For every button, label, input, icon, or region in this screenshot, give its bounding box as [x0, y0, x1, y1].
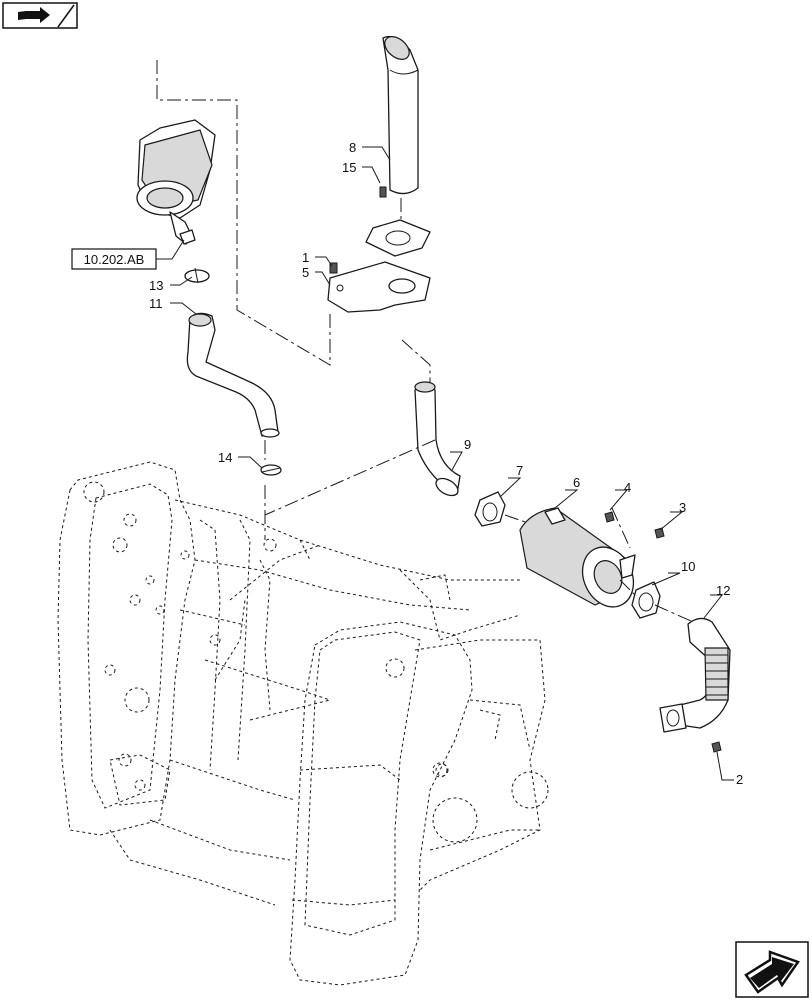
clamp-10 [631, 581, 661, 619]
book-arrow-icon[interactable] [2, 2, 78, 29]
callout-15: 15 [342, 160, 356, 175]
screw-2 [711, 741, 722, 753]
callout-3: 3 [679, 500, 686, 515]
exhaust-stack [382, 35, 419, 195]
mounting-bracket [327, 261, 431, 313]
callout-5: 5 [302, 265, 309, 280]
next-page-arrow-icon[interactable] [735, 941, 809, 998]
tailpipe [659, 617, 731, 733]
screw-3 [654, 527, 665, 539]
screw-15 [379, 186, 387, 198]
muffler [519, 507, 636, 608]
callout-leaders [170, 146, 734, 781]
clamp-7 [474, 491, 506, 527]
reference-label: 10.202.AB [84, 252, 145, 267]
flange-gasket [365, 219, 431, 257]
intake-hose [186, 312, 280, 438]
callout-13: 13 [149, 278, 163, 293]
reference-box[interactable]: 10.202.AB [71, 239, 185, 270]
screw-4 [604, 511, 615, 523]
chassis-frame [57, 461, 549, 986]
callout-9: 9 [464, 437, 471, 452]
callout-6: 6 [573, 475, 580, 490]
callout-14: 14 [218, 450, 232, 465]
callout-12: 12 [716, 583, 730, 598]
exhaust-elbow [414, 381, 461, 497]
hose-clamp-lower [260, 464, 282, 476]
callout-numbers: 8 15 1 5 13 11 14 9 7 6 4 3 10 12 2 [149, 140, 743, 787]
callout-8: 8 [349, 140, 356, 155]
air-cleaner [136, 60, 331, 366]
callout-2: 2 [736, 772, 743, 787]
callout-1: 1 [302, 250, 309, 265]
callout-11: 11 [149, 296, 163, 311]
callout-4: 4 [624, 480, 631, 495]
callout-7: 7 [516, 463, 523, 478]
hose-clamp [184, 267, 210, 284]
callout-10: 10 [681, 559, 695, 574]
